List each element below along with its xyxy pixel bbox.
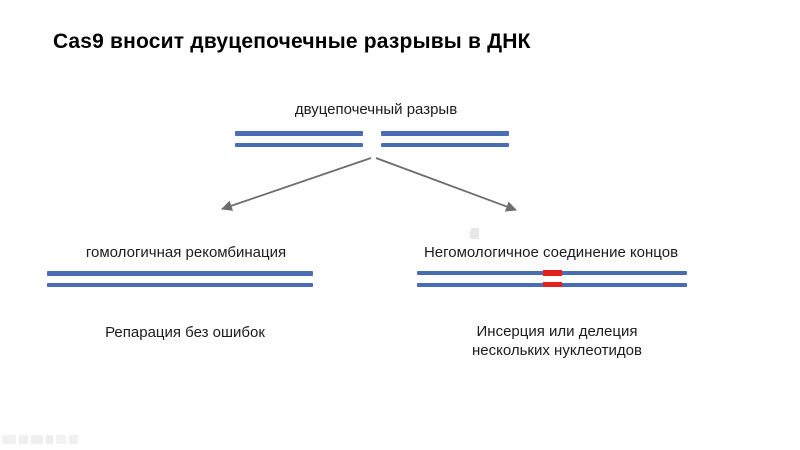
break-label: двуцепочечный разрыв: [294, 101, 458, 118]
arrow-to-left-branch: [221, 157, 372, 211]
left-dna-strand-bottom: [47, 282, 313, 287]
mutation-segment-top: [543, 270, 562, 276]
left-branch-label: гомологичная рекомбинация: [85, 244, 287, 261]
dna-break-right-strand-bottom: [381, 142, 509, 147]
slide-title: Cas9 вносит двуцепочечные разрывы в ДНК: [53, 30, 531, 53]
left-branch-outcome: Репарация без ошибок: [105, 324, 265, 341]
arrow-to-right-branch: [375, 157, 517, 212]
dna-break-left-strand-top: [235, 131, 363, 136]
right-branch-outcome: Инсерция или делеция нескольких нуклеоти…: [407, 322, 707, 360]
watermark-artifact: [2, 435, 78, 444]
dna-break-right-strand-top: [381, 131, 509, 136]
left-dna-strand-top: [47, 271, 313, 276]
right-branch-outcome-line2: нескольких нуклеотидов: [472, 342, 642, 359]
mutation-segment-bottom: [543, 281, 562, 288]
dna-break-left-strand-bottom: [235, 142, 363, 147]
right-branch-outcome-line1: Инсерция или делеция: [476, 323, 638, 340]
cursor-artifact: [471, 228, 479, 239]
right-branch-label: Негомологичное соединение концов: [423, 244, 679, 261]
